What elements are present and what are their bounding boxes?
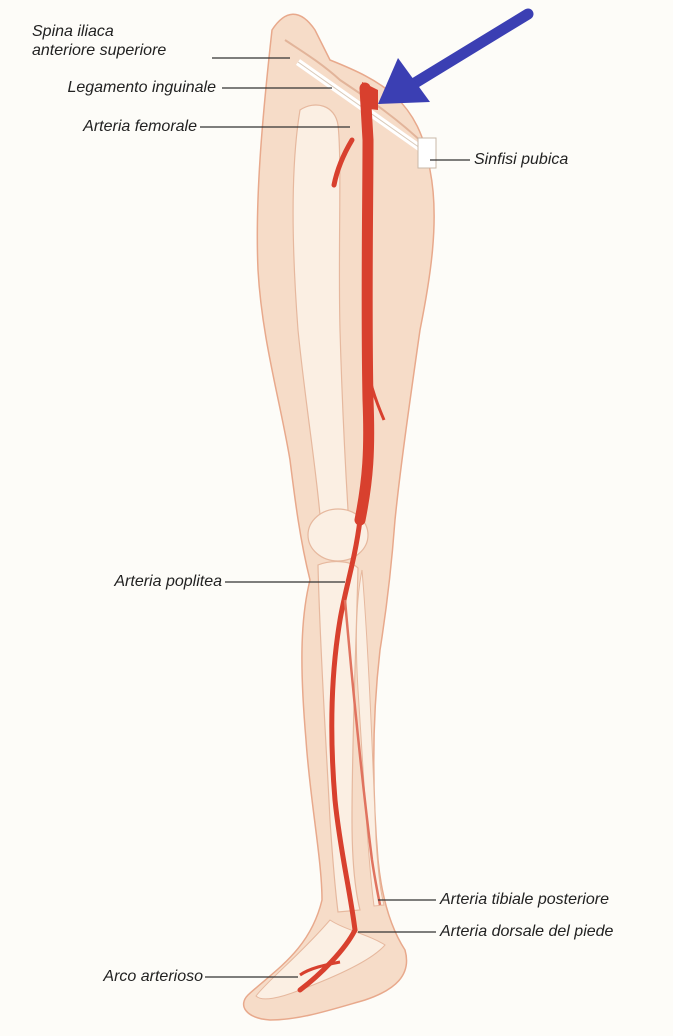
label-arteria-femorale: Arteria femorale [83,118,197,136]
pubic-symphysis [418,138,436,168]
label-sinfisi-pubica: Sinfisi pubica [474,151,568,169]
label-spina-line2: anteriore superiore [32,42,166,60]
label-arteria-tibiale-posteriore: Arteria tibiale posteriore [440,891,609,909]
label-spina-line1: Spina iliaca [32,23,114,41]
label-arteria-dorsale-piede: Arteria dorsale del piede [440,923,613,941]
label-legamento-inguinale: Legamento inguinale [67,79,216,97]
label-arco-arterioso: Arco arterioso [103,968,203,986]
pointer-arrow [378,14,528,104]
label-arteria-poplitea: Arteria poplitea [114,573,222,591]
